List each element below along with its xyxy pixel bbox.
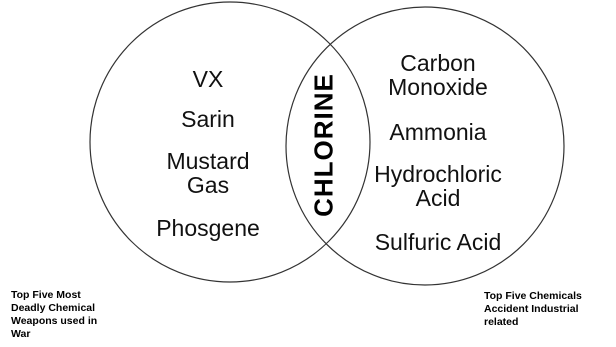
left-item-phosgene: Phosgene (156, 215, 260, 241)
left-set-caption: Top Five Most Deadly Chemical Weapons us… (11, 289, 98, 340)
right-item-ammonia: Ammonia (389, 119, 487, 145)
intersection-label: CHLORINE (308, 73, 339, 217)
left-set-circle (89, 1, 371, 283)
left-item-vx: VX (192, 66, 224, 92)
right-item-carbon-monoxide: Carbon Monoxide (388, 50, 488, 100)
left-item-sarin: Sarin (181, 106, 235, 132)
right-item-sulfuric-acid: Sulfuric Acid (374, 229, 502, 255)
right-set-caption: Top Five Chemicals Accident Industrial r… (484, 290, 582, 328)
left-item-mustard-gas: Mustard Gas (166, 148, 250, 198)
right-set-circle (285, 6, 565, 286)
right-item-hydrochloric-acid: Hydrochloric Acid (374, 161, 502, 211)
